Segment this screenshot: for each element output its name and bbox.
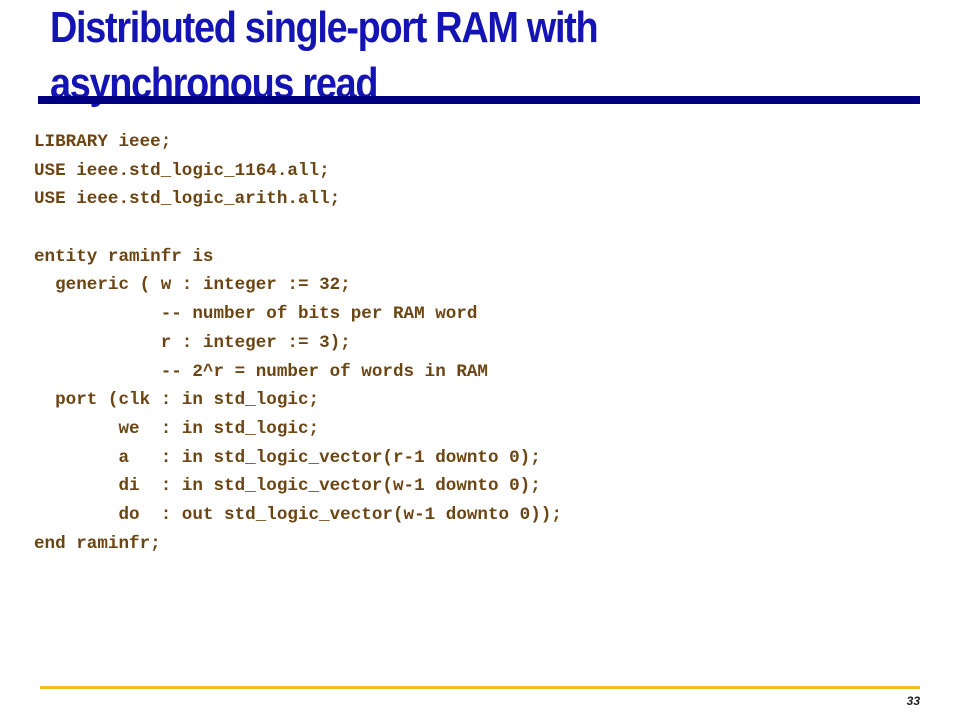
page-number: 33 bbox=[906, 694, 920, 708]
code-line-10: port (clk : in std_logic; bbox=[34, 390, 320, 411]
code-line-15: end raminfr; bbox=[34, 533, 161, 554]
vhdl-code-block: LIBRARY ieee; USE ieee.std_logic_1164.all… bbox=[34, 128, 562, 558]
code-line-4 bbox=[34, 214, 562, 243]
code-line-8: r : integer := 3); bbox=[34, 332, 351, 353]
slide-title-line-1: Distributed single-port RAM with bbox=[50, 3, 599, 52]
code-line-5: entity raminfr is bbox=[34, 246, 214, 267]
code-line-13: di : in std_logic_vector(w-1 downto 0); bbox=[34, 476, 541, 497]
footer-rule bbox=[40, 686, 920, 689]
slide-title: Distributed single-port RAM with asynchr… bbox=[50, 0, 807, 112]
code-line-14: do : out std_logic_vector(w-1 downto 0))… bbox=[34, 504, 562, 525]
code-line-6: generic ( w : integer := 32; bbox=[34, 275, 351, 296]
code-line-12: a : in std_logic_vector(r-1 downto 0); bbox=[34, 447, 541, 468]
code-line-1: LIBRARY ieee; bbox=[34, 132, 172, 152]
title-underline-rule bbox=[38, 96, 920, 104]
code-line-2: USE ieee.std_logic_1164.all; bbox=[34, 160, 330, 181]
code-line-3: USE ieee.std_logic_arith.all; bbox=[34, 189, 341, 210]
code-line-7: -- number of bits per RAM word bbox=[34, 304, 478, 325]
code-line-11: we : in std_logic; bbox=[34, 418, 320, 439]
code-line-9: -- 2^r = number of words in RAM bbox=[34, 361, 488, 382]
